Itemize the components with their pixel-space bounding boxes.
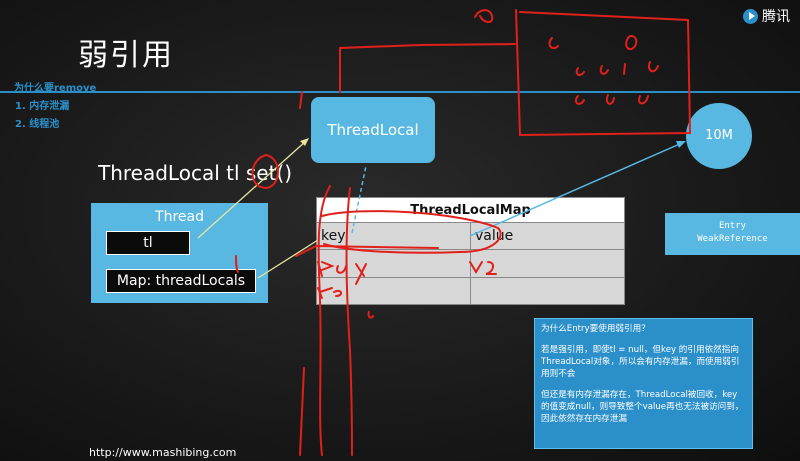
map-key-cell xyxy=(316,249,471,278)
map-value-cell: value xyxy=(470,222,625,251)
memory-value-circle: 10M xyxy=(686,103,752,169)
map-key-cell: key xyxy=(316,222,471,251)
explanation-note: 为什么Entry要使用弱引用？ 若是强引用，即使tl = null，但key 的… xyxy=(534,318,753,449)
table-row xyxy=(316,276,625,306)
map-title: ThreadLocalMap xyxy=(316,196,625,224)
map-key-cell xyxy=(316,276,471,306)
arrow-head-icon xyxy=(300,138,309,146)
brand-name: 腾讯 xyxy=(762,9,790,25)
note-question: 为什么Entry要使用弱引用？ xyxy=(541,324,650,334)
entry-label: Entry xyxy=(718,221,747,231)
slide-title: 弱引用 xyxy=(78,38,174,73)
thread-title: Thread xyxy=(155,209,204,225)
thread-map-field: Map: threadLocals xyxy=(106,269,256,293)
aside-heading: 为什么要remove xyxy=(14,83,97,94)
note-weak-reference: 但还是有内存泄漏存在，ThreadLocal被回收，key 的值变成null，则… xyxy=(541,390,744,424)
aside-item-memory-leak: 1. 内存泄漏 xyxy=(15,101,70,112)
threadlocal-object-box: ThreadLocal xyxy=(311,97,435,163)
play-icon xyxy=(743,8,758,24)
table-row xyxy=(316,249,625,278)
website-url: http://www.mashibing.com xyxy=(89,446,237,459)
title-divider xyxy=(0,91,800,93)
brand-logo: 腾讯 xyxy=(743,6,790,26)
entry-weakreference-box: Entry WeakReference xyxy=(665,213,800,255)
table-row: key value xyxy=(316,222,625,251)
code-statement: ThreadLocal tl set() xyxy=(98,161,293,185)
aside-item-thread-pool: 2. 线程池 xyxy=(15,119,60,130)
arrow-head-icon xyxy=(676,141,686,148)
threadlocalmap-table: ThreadLocalMap key value xyxy=(316,196,625,306)
map-value-cell xyxy=(470,276,625,306)
weakreference-label: WeakReference xyxy=(697,234,768,244)
map-value-cell xyxy=(470,249,625,278)
note-strong-reference: 若是强引用，即使tl = null，但key 的引用依然指向ThreadLoca… xyxy=(541,345,740,379)
thread-tl-field: tl xyxy=(106,231,190,255)
